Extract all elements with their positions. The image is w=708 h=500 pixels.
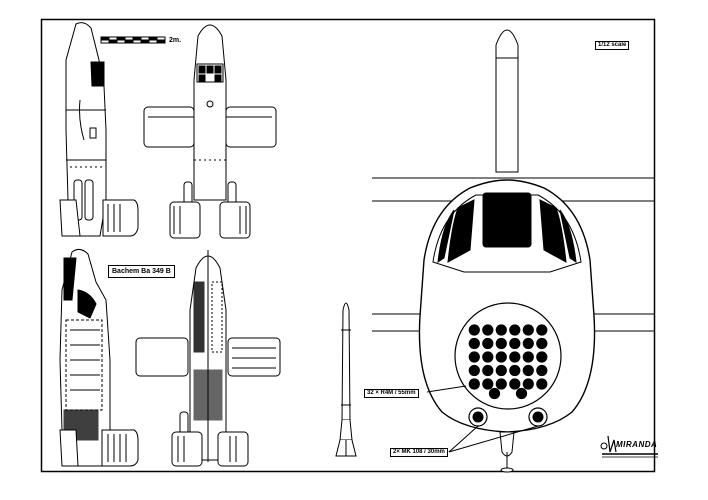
- rocket-tube: [468, 378, 480, 390]
- rocket-tube: [509, 378, 521, 390]
- rocket-tube: [522, 378, 534, 390]
- front-view-large: [372, 29, 654, 473]
- plan-view-exterior: [143, 24, 277, 239]
- rocket-tube: [468, 337, 480, 350]
- rocket-tube: [468, 364, 480, 377]
- sheet-border: [40, 18, 656, 473]
- cannon-armament-label: 2× MK 108 / 30mm: [390, 448, 448, 457]
- scale-bar: [100, 36, 166, 44]
- r4m-rocket-drawing: [335, 302, 357, 457]
- leader-lines: [426, 385, 539, 453]
- rocket-tube: [482, 364, 494, 377]
- rocket-tube: [468, 324, 480, 336]
- rocket-tube: [515, 387, 528, 400]
- side-view-cutaway: [59, 248, 139, 467]
- rocket-tube: [495, 378, 507, 390]
- rocket-tube: [509, 351, 521, 363]
- scale-bar-label: 2m.: [169, 37, 182, 44]
- rocket-tube: [536, 337, 548, 350]
- rocket-tube: [495, 351, 507, 363]
- rocket-tube: [536, 364, 548, 377]
- rocket-tube: [522, 337, 534, 350]
- rocket-tube: [495, 324, 507, 336]
- rocket-tube: [509, 337, 521, 350]
- scale-label: 1/12 scale: [595, 41, 630, 50]
- publisher-logo: MIRANDA: [616, 440, 658, 449]
- rocket-tube: [536, 351, 548, 363]
- rocket-tube: [482, 324, 494, 336]
- aircraft-title: Bachem Ba 349 B: [108, 265, 175, 278]
- rocket-tube: [509, 324, 521, 336]
- rocket-tube: [536, 324, 548, 336]
- rocket-tube: [522, 324, 534, 336]
- rocket-tube: [536, 378, 548, 390]
- rocket-tube: [468, 351, 480, 363]
- rocket-tube: [482, 351, 494, 363]
- plan-view-cutaway: [135, 250, 281, 467]
- rocket-tube: [482, 337, 494, 350]
- rocket-tube: [509, 364, 521, 377]
- rocket-armament-label: 32 × R4M / 55mm: [364, 389, 419, 398]
- rocket-tube: [495, 364, 507, 377]
- rocket-tube-grid: [468, 324, 548, 400]
- rocket-tube: [482, 378, 494, 390]
- publisher-logo-mark: [600, 435, 658, 458]
- rocket-tube: [488, 387, 501, 400]
- rocket-tube: [522, 351, 534, 363]
- side-view-exterior: [59, 22, 139, 237]
- rocket-tube: [495, 337, 507, 350]
- rocket-tube: [522, 364, 534, 377]
